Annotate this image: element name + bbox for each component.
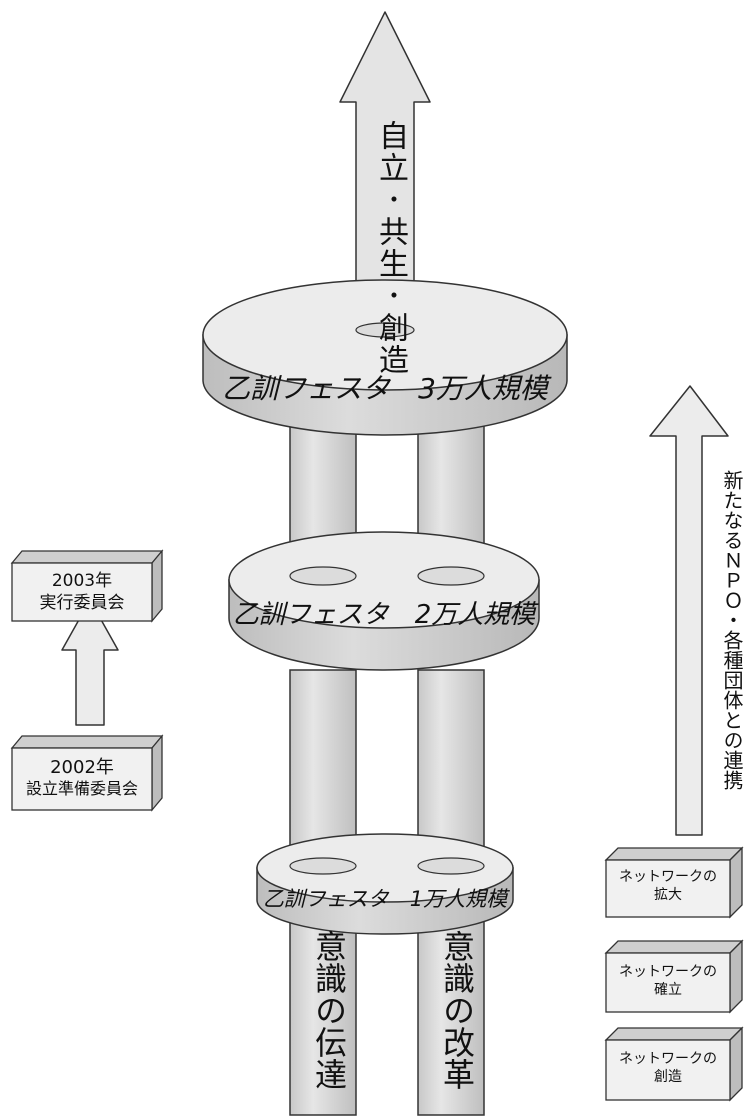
right-box-kakudai-label: ネットワークの 拡大 [619, 869, 717, 904]
tier-disc-3man [202, 279, 568, 436]
left-box-2003 [10, 549, 164, 623]
left-up-arrow [61, 599, 119, 726]
right-box-kakudai [604, 846, 744, 919]
tier-disc-1man [256, 833, 514, 935]
pillar-label-kaikaku: 意識の改革 [438, 930, 476, 1090]
right-box-kakuritsu [604, 939, 744, 1014]
tier-label-3man: 乙訓フェスタ 3万人規模 [222, 372, 548, 405]
top-arrow-label: 自立･共生･創造 [373, 120, 408, 376]
right-arrow-label: 新たなるＮＰＯ・各種団体との連携 [720, 470, 744, 790]
tier-label-1man: 乙訓フェスタ 1万人規模 [262, 887, 508, 911]
right-box-kakuritsu-label: ネットワークの 確立 [619, 964, 717, 999]
right-box-souzou [604, 1026, 744, 1102]
left-box-2002 [10, 734, 164, 812]
left-box-2003-label: 2003年 実行委員会 [39, 571, 125, 614]
right-up-arrow [649, 385, 729, 836]
tier-label-2man: 乙訓フェスタ 2万人規模 [232, 600, 536, 630]
tier-disc-2man [228, 531, 540, 671]
left-box-2002-label: 2002年 設立準備委員会 [25, 757, 138, 799]
right-box-souzou-label: ネットワークの 創造 [619, 1051, 717, 1086]
pillar-label-dentatsu: 意識の伝達 [310, 930, 348, 1090]
